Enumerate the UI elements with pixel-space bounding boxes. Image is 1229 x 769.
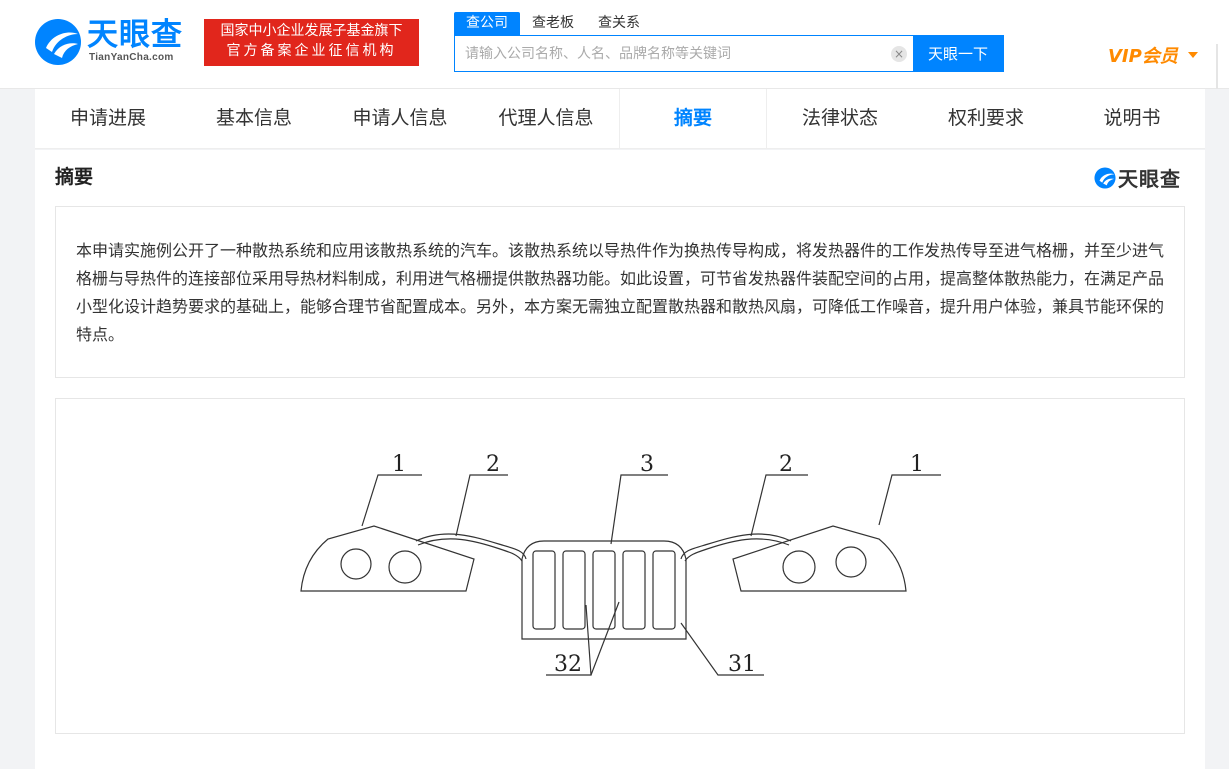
site-header: 天眼查 TianYanCha.com 国家中小企业发展子基金旗下 官方备案企业征… xyxy=(0,0,1229,89)
right-lamp-circle-2 xyxy=(782,550,816,584)
figure-label-1-right: 1 xyxy=(910,452,924,477)
clear-search-button[interactable]: × xyxy=(885,36,913,71)
chevron-down-icon xyxy=(1187,52,1198,58)
intake-grille xyxy=(521,540,687,640)
figure-label-32: 32 xyxy=(554,652,582,677)
scrollbar[interactable] xyxy=(1216,44,1218,89)
search-box: × 天眼一下 xyxy=(454,35,1004,72)
vip-member-menu[interactable]: VIP会员 xyxy=(1108,42,1198,68)
figure-label-3: 3 xyxy=(640,452,654,477)
figure-label-2-right: 2 xyxy=(779,452,793,477)
tab-applicant-info[interactable]: 申请人信息 xyxy=(352,107,448,129)
search-tab-boss[interactable]: 查老板 xyxy=(532,15,574,31)
section-title: 摘要 xyxy=(55,166,94,188)
search-tab-relation[interactable]: 查关系 xyxy=(598,15,640,31)
abstract-text: 本申请实施例公开了一种散热系统和应用该散热系统的汽车。该散热系统以导热件作为换热… xyxy=(76,241,1165,344)
eye-logo-icon xyxy=(35,19,81,65)
close-icon: × xyxy=(891,45,907,62)
left-heat-conductor xyxy=(415,533,527,560)
tab-description[interactable]: 说明书 xyxy=(1103,107,1161,129)
official-badge: 国家中小企业发展子基金旗下 官方备案企业征信机构 xyxy=(204,19,419,66)
site-logo[interactable]: 天眼查 TianYanCha.com xyxy=(34,16,194,68)
badge-line-1: 国家中小企业发展子基金旗下 xyxy=(220,23,403,39)
watermark-logo: 天眼查 xyxy=(1094,163,1181,192)
abstract-box: 本申请实施例公开了一种散热系统和应用该散热系统的汽车。该散热系统以导热件作为换热… xyxy=(55,206,1185,378)
search-tab-company[interactable]: 查公司 xyxy=(454,12,520,36)
left-lamp-circle-2 xyxy=(388,550,422,584)
search-type-tabs: 查公司 查老板 查关系 xyxy=(454,12,652,36)
vip-label: VIP会员 xyxy=(1108,46,1178,67)
tab-legal-status[interactable]: 法律状态 xyxy=(801,107,878,129)
patent-figure: 1 2 3 2 1 32 31 xyxy=(55,398,1185,734)
right-heat-conductor xyxy=(680,533,792,560)
eye-logo-icon xyxy=(1094,166,1116,189)
search-input[interactable] xyxy=(455,36,885,71)
figure-label-1-left: 1 xyxy=(392,452,406,477)
abstract-panel: 摘要 天眼查 本申请实施例公开了一种散热系统和应用该散热系统的汽车。该散热系统以… xyxy=(35,150,1205,769)
watermark-text: 天眼查 xyxy=(1118,167,1181,191)
figure-label-31: 31 xyxy=(728,652,756,677)
right-lamp-circle-1 xyxy=(835,546,867,578)
search-button[interactable]: 天眼一下 xyxy=(913,36,1003,71)
left-lamp-circle-1 xyxy=(340,548,372,580)
logo-text: 天眼查 xyxy=(87,17,183,53)
right-heat-source xyxy=(732,525,907,592)
tab-application-progress[interactable]: 申请进展 xyxy=(69,107,146,129)
left-heat-source xyxy=(300,525,475,592)
tab-claims[interactable]: 权利要求 xyxy=(947,107,1024,129)
badge-line-2: 官方备案企业征信机构 xyxy=(226,43,397,59)
patent-section-tabs: 申请进展 基本信息 申请人信息 代理人信息 摘要 法律状态 权利要求 说明书 xyxy=(35,89,1205,149)
tab-agent-info[interactable]: 代理人信息 xyxy=(498,107,594,129)
logo-domain: TianYanCha.com xyxy=(89,52,174,63)
figure-label-2-left: 2 xyxy=(486,452,500,477)
tab-basic-info[interactable]: 基本信息 xyxy=(215,107,292,129)
patent-drawing: 1 2 3 2 1 32 31 xyxy=(300,452,941,677)
tab-abstract[interactable]: 摘要 xyxy=(619,89,767,148)
